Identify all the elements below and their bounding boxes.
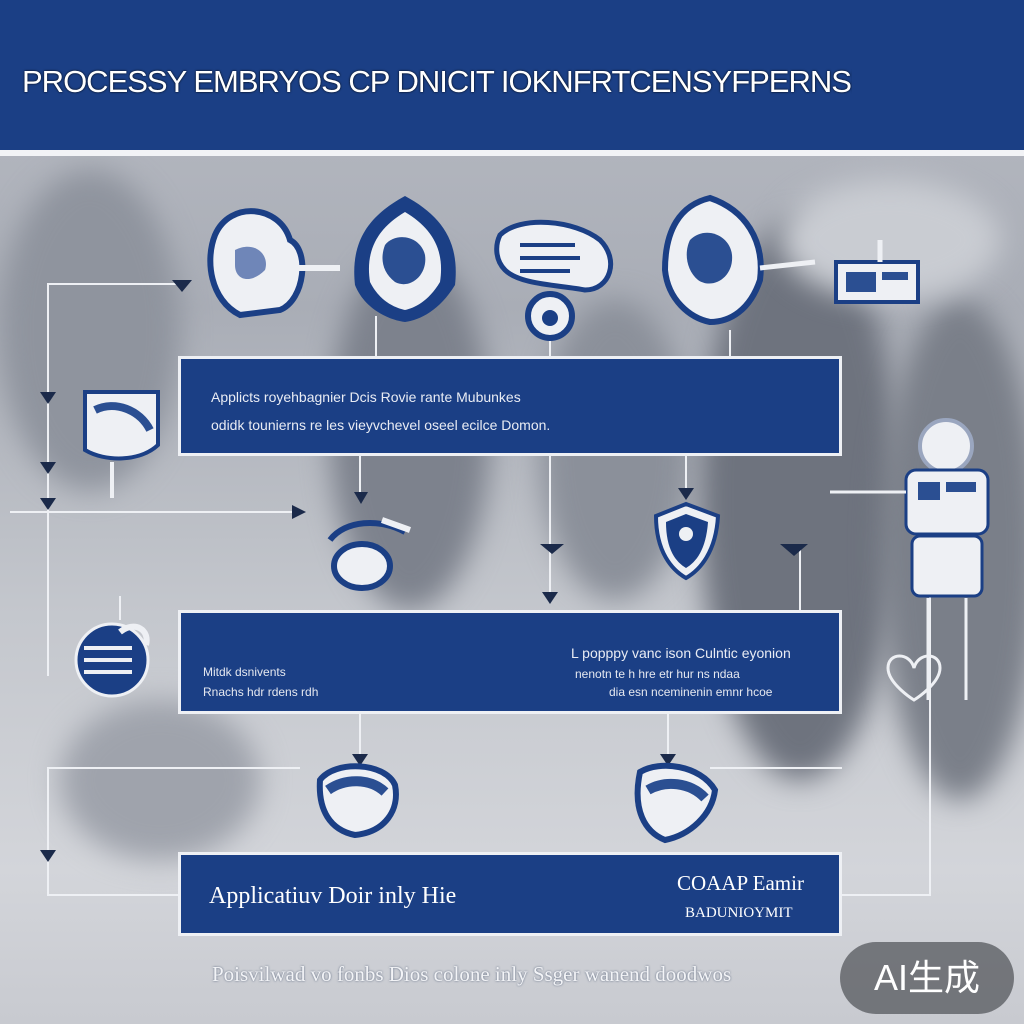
mind-bowl-icon xyxy=(327,517,412,591)
right-line-1: nenotn te h hre etr hur ns ndaa xyxy=(575,667,740,681)
brain-shield-icon xyxy=(354,196,456,322)
info-box-top: Applicts royehbagnier Dcis Rovie rante M… xyxy=(178,356,842,456)
shield-hand-icon xyxy=(634,762,719,844)
page-title: PROCESSY EMBRYOS CP DNICIT IOKNFRTCENSYF… xyxy=(22,64,852,99)
brain-hand-icon xyxy=(207,208,340,319)
right-line-2: dia esn nceminenin emnr hcoe xyxy=(609,685,773,699)
mind-map-icon xyxy=(661,194,816,326)
bottom-right-top: COAAP Eamir xyxy=(677,871,804,895)
info-box-middle: Mitdk dsnivents Rnachs hdr rdens rdh L p… xyxy=(178,610,842,714)
robot-figure-icon xyxy=(830,418,990,700)
header-divider xyxy=(0,150,1024,156)
ai-generated-badge: AI生成 xyxy=(840,942,1014,1014)
footer-caption: Poisvilwad vo fonbs Dios colone inly Ssg… xyxy=(212,962,732,986)
hand-brain-icon xyxy=(494,219,614,341)
device-icon xyxy=(834,240,920,304)
right-heading: L popppy vanc ison Culntic eyonion xyxy=(571,645,791,661)
document-icon xyxy=(83,390,160,498)
info-box-bottom: Applicatiuv Doir inly Hie COAAP Eamir BA… xyxy=(178,852,842,936)
hand-care-icon xyxy=(316,763,399,839)
header-banner: PROCESSY EMBRYOS CP DNICIT IOKNFRTCENSYF… xyxy=(0,0,1024,156)
bottom-right-bottom: BADUNIOYMIT xyxy=(685,905,793,921)
shield-figure-icon xyxy=(653,501,721,581)
bullet-1: Applicts royehbagnier Dcis Rovie rante M… xyxy=(211,389,521,405)
bottom-main-text: Applicatiuv Doir inly Hie xyxy=(209,883,457,909)
left-line-1: Mitdk dsnivents xyxy=(203,665,286,679)
bullet-2: odidk tounierns re les vieyvchevel oseel… xyxy=(211,417,551,433)
heart-icon xyxy=(886,654,942,702)
brain-circle-icon xyxy=(74,622,150,698)
left-line-2: Rnachs hdr rdens rdh xyxy=(203,685,319,699)
